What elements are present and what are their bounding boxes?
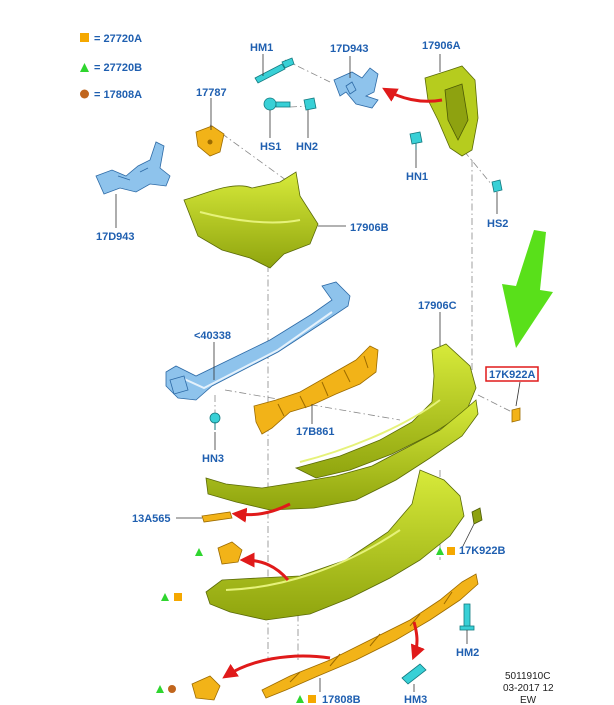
leader-lines xyxy=(115,54,521,692)
triangle-symbol-reflector-lower xyxy=(156,685,164,693)
triangle-symbol-reflector-upper xyxy=(195,548,203,556)
clip-hm1 xyxy=(254,57,295,84)
legend-label-17808a: = 17808A xyxy=(94,89,142,101)
callout-hn2: HN2 xyxy=(296,141,318,153)
callout-13a565: 13A565 xyxy=(132,513,171,525)
reflector-left-upper xyxy=(217,541,243,565)
part-17b861 xyxy=(253,345,379,435)
bumper-cover-lower xyxy=(205,469,465,621)
square-symbol-17808b xyxy=(308,695,316,703)
bracket-17d943-top xyxy=(333,67,379,109)
legend-triangle-symbol xyxy=(80,63,89,72)
callout-hs2: HS2 xyxy=(487,218,508,230)
red-arrow-icon xyxy=(239,552,290,581)
fastener-hn1 xyxy=(409,131,423,150)
clip-17k922a xyxy=(511,407,521,423)
callout-17906c: 17906C xyxy=(418,300,457,312)
callout-17d943-top: 17D943 xyxy=(330,43,369,55)
part-17808b xyxy=(261,573,479,699)
red-arrow-icon xyxy=(222,654,331,679)
fastener-hn2 xyxy=(303,97,317,111)
legend-circle-symbol xyxy=(80,89,89,99)
red-arrow-icon xyxy=(382,87,443,103)
circle-symbol-reflector-lower xyxy=(168,685,176,693)
callout-labels: HM1 17D943 17906A 17787 HS1 HN2 HN1 HS2 … xyxy=(96,40,539,705)
part-17906a xyxy=(424,65,479,157)
clip-hm3 xyxy=(401,663,427,685)
callout-hn3: HN3 xyxy=(202,453,224,465)
square-symbol-17k922b xyxy=(447,547,455,555)
callout-17k922a: 17K922A xyxy=(489,369,536,381)
square-symbol-cover xyxy=(174,593,182,601)
callout-17b861: 17B861 xyxy=(296,426,335,438)
fastener-hn3 xyxy=(209,412,221,430)
reflector-left-lower xyxy=(191,675,221,701)
legend: = 27720A = 27720B = 17808A xyxy=(80,33,142,101)
callout-17906a: 17906A xyxy=(422,40,461,52)
part-17k922b xyxy=(471,507,483,525)
fastener-hs2 xyxy=(491,179,503,193)
clip-hm2 xyxy=(459,603,475,631)
triangle-symbol-cover xyxy=(161,593,169,601)
callout-17808b: 17808B xyxy=(322,694,361,705)
part-17906b xyxy=(183,171,319,269)
red-arrow-icon xyxy=(410,621,425,661)
green-arrow-icon xyxy=(502,230,553,348)
reference-code: 5011910C xyxy=(505,671,550,682)
fastener-hs1 xyxy=(263,97,291,111)
reference-tag: EW xyxy=(520,695,537,705)
callout-hm2: HM2 xyxy=(456,647,479,659)
callout-17787: 17787 xyxy=(196,87,227,99)
triangle-symbol-17k922b xyxy=(436,547,444,555)
reference-date: 03-2017 12 xyxy=(503,683,554,694)
callout-17d943-left: 17D943 xyxy=(96,231,135,243)
legend-label-27720b: = 27720B xyxy=(94,62,142,74)
part-40338 xyxy=(165,281,351,401)
bracket-17d943-left xyxy=(95,141,171,195)
part-17906c xyxy=(294,343,477,479)
callout-hm3: HM3 xyxy=(404,694,427,705)
part-17787 xyxy=(195,125,225,157)
legend-square-symbol xyxy=(80,33,89,42)
part-symbols xyxy=(156,547,455,703)
red-arrows xyxy=(222,87,443,679)
callout-hm1: HM1 xyxy=(250,42,273,54)
callout-hs1: HS1 xyxy=(260,141,281,153)
callout-hn1: HN1 xyxy=(406,171,428,183)
reference-block: 5011910C 03-2017 12 EW xyxy=(503,671,554,705)
highlight-box-17k922a xyxy=(485,366,539,382)
callout-17k922b: 17K922B xyxy=(459,545,506,557)
callout-40338: <40338 xyxy=(194,330,231,342)
triangle-symbol-17808b xyxy=(296,695,304,703)
legend-label-27720a: = 27720A xyxy=(94,33,142,45)
red-arrow-icon xyxy=(231,502,291,523)
callout-17906b: 17906B xyxy=(350,222,389,234)
part-13a565 xyxy=(201,511,233,523)
